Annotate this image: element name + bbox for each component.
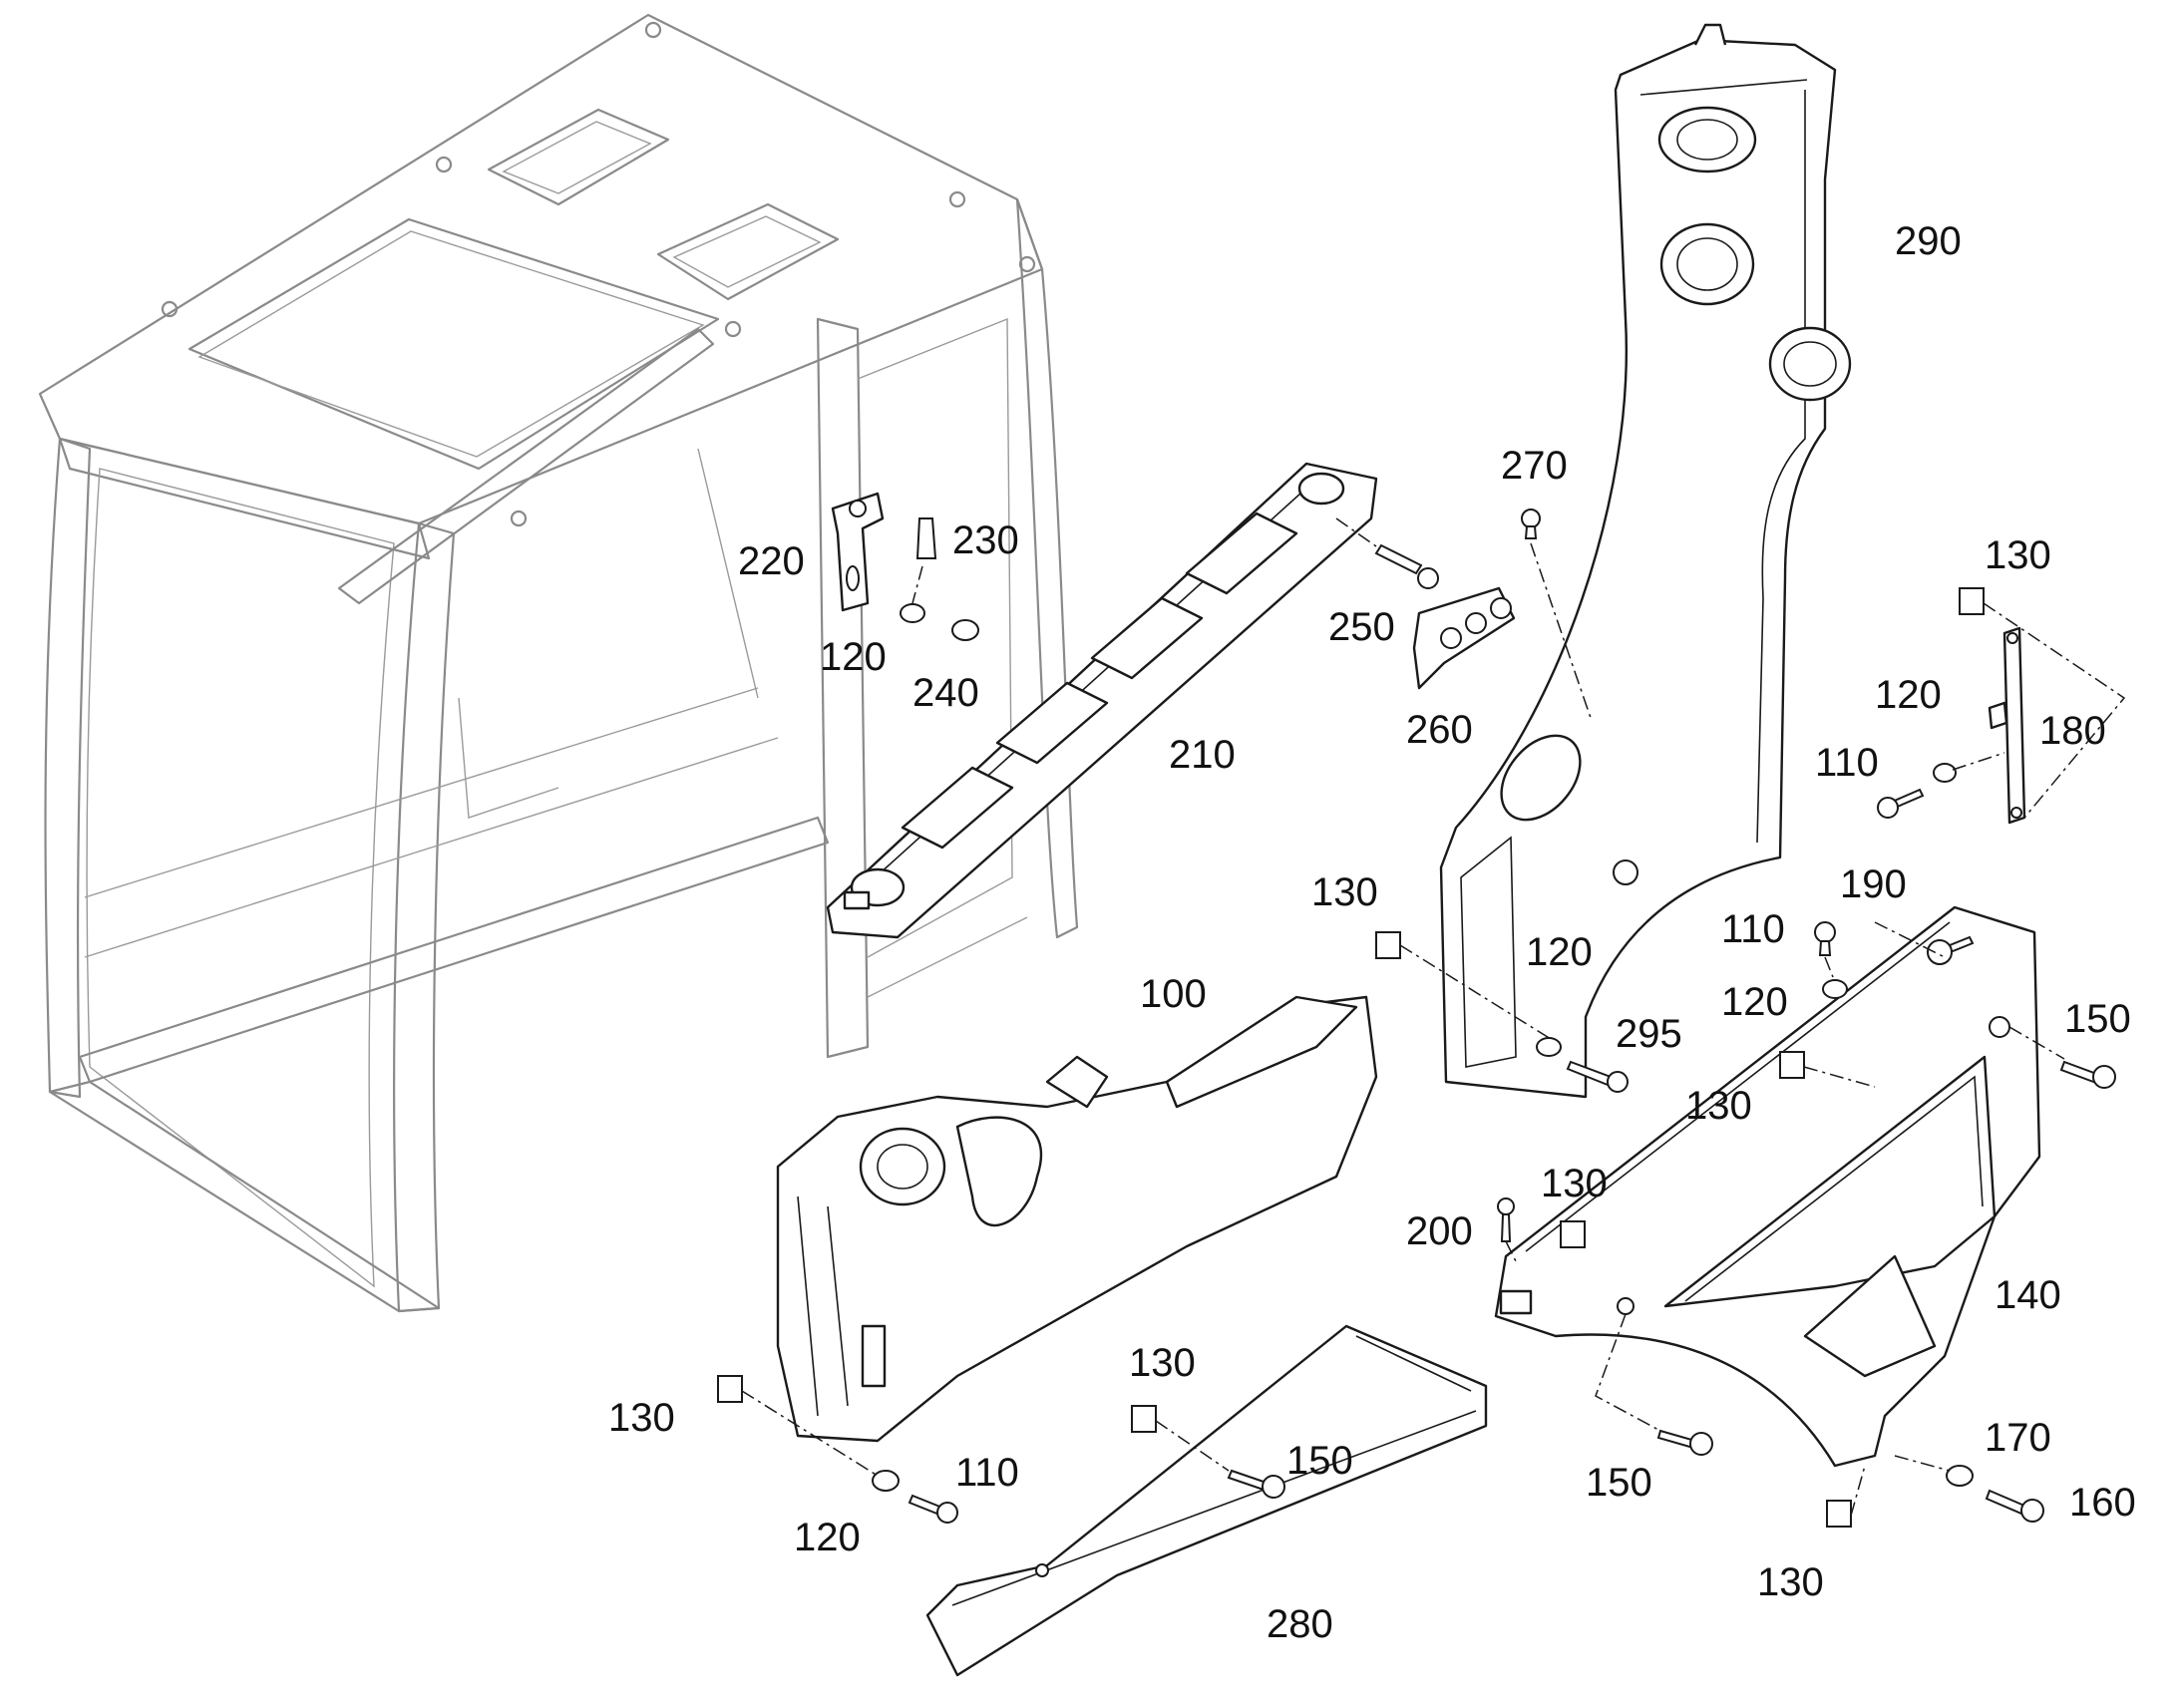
callout-250: 250 <box>1328 605 1395 649</box>
callout-120-e: 120 <box>794 1516 861 1559</box>
callout-240: 240 <box>912 671 979 715</box>
callout-210: 210 <box>1169 733 1236 777</box>
part-260-bracket <box>1412 586 1516 690</box>
part-140-side-panel <box>1494 905 2041 1468</box>
assembly-lines <box>741 517 2126 1517</box>
callout-120-a: 120 <box>820 635 887 679</box>
callout-110-b: 110 <box>1721 907 1785 951</box>
callout-230: 230 <box>952 518 1019 562</box>
part-100-console-duct <box>776 995 1378 1443</box>
callout-295: 295 <box>1616 1012 1682 1056</box>
callout-280: 280 <box>1267 1602 1333 1646</box>
callout-260: 260 <box>1406 708 1473 752</box>
callout-150-b: 150 <box>1286 1439 1353 1483</box>
callout-270: 270 <box>1501 444 1568 488</box>
callout-110-c: 110 <box>955 1451 1019 1495</box>
callout-120-b: 120 <box>1875 673 1942 717</box>
part-180-strap <box>1988 626 2026 825</box>
callout-110-a: 110 <box>1815 741 1879 785</box>
callout-200: 200 <box>1406 1209 1473 1253</box>
callout-130-d: 130 <box>1541 1162 1608 1205</box>
callout-150-c: 150 <box>1586 1461 1652 1505</box>
callout-160: 160 <box>2069 1481 2136 1525</box>
callout-labels: 290 270 220 230 120 240 250 260 210 130 … <box>608 219 2136 1646</box>
part-280-lower-panel <box>925 1324 1488 1677</box>
part-290-pillar-trim <box>1439 23 1852 1099</box>
part-220-clip <box>831 492 885 612</box>
callout-130-g: 130 <box>1757 1560 1824 1604</box>
hardware <box>717 509 2116 1528</box>
callout-140: 140 <box>1995 1273 2061 1317</box>
callout-220: 220 <box>738 539 805 583</box>
callout-130-f: 130 <box>608 1396 675 1440</box>
callout-180: 180 <box>2039 709 2106 753</box>
callout-130-c: 130 <box>1685 1084 1752 1128</box>
callout-120-c: 120 <box>1526 930 1593 974</box>
callout-120-d: 120 <box>1721 980 1788 1024</box>
callout-150-a: 150 <box>2064 997 2131 1041</box>
callout-170: 170 <box>1985 1416 2051 1460</box>
callout-190: 190 <box>1840 862 1907 906</box>
callout-290: 290 <box>1895 219 1962 263</box>
callout-130-e: 130 <box>1129 1341 1196 1385</box>
part-210-upper-rail <box>826 462 1378 939</box>
cab-frame <box>38 13 1079 1313</box>
callout-130-b: 130 <box>1311 870 1378 914</box>
callout-100: 100 <box>1140 972 1207 1016</box>
callout-130-a: 130 <box>1985 533 2051 577</box>
